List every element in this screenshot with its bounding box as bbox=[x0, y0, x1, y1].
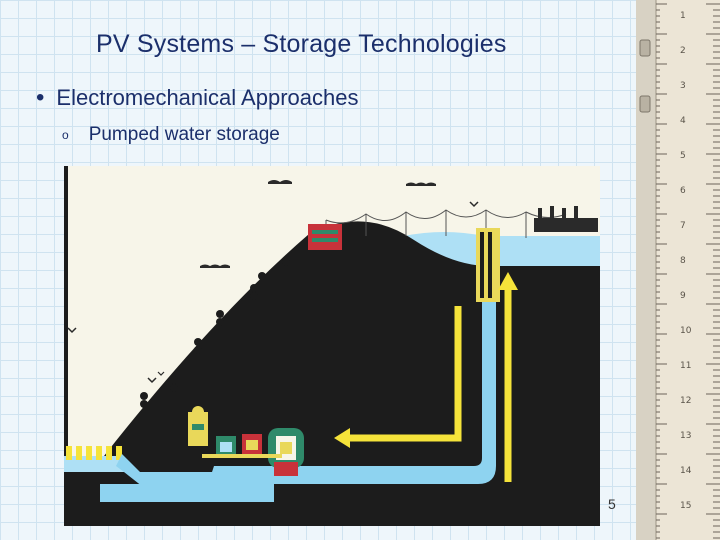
hill-building bbox=[308, 224, 342, 250]
ruler-label: 11 bbox=[680, 361, 691, 371]
ruler-label: 8 bbox=[680, 256, 686, 266]
birds-icon bbox=[67, 180, 479, 384]
power-lines bbox=[325, 209, 567, 238]
page-number: 5 bbox=[608, 496, 616, 512]
upper-intake bbox=[476, 228, 500, 310]
sub-bullet-ring-icon: o bbox=[62, 127, 69, 142]
bullet-electromechanical: • Electromechanical Approaches bbox=[36, 84, 358, 112]
ruler-label: 6 bbox=[680, 186, 686, 196]
ruler-label: 13 bbox=[680, 431, 691, 441]
ruler-clip-icon-2 bbox=[639, 95, 651, 113]
ruler-body-left bbox=[636, 0, 656, 540]
ruler-label: 7 bbox=[680, 221, 686, 231]
penstock-tunnel bbox=[116, 302, 496, 494]
flow-arrows bbox=[346, 286, 512, 482]
ruler-label: 14 bbox=[680, 466, 692, 476]
ruler-clip-icon bbox=[639, 39, 651, 57]
powerhouse bbox=[188, 406, 304, 476]
ruler-label: 1 bbox=[680, 11, 686, 21]
sub-bullet-pumped-water: o Pumped water storage bbox=[62, 124, 280, 146]
ruler-ticks bbox=[656, 3, 720, 539]
bullet-text: Electromechanical Approaches bbox=[56, 85, 359, 110]
bullet-dot-icon: • bbox=[36, 84, 45, 111]
pumped-storage-diagram bbox=[64, 166, 600, 526]
sub-bullet-text: Pumped water storage bbox=[88, 124, 280, 145]
lower-dam-fence bbox=[66, 446, 122, 460]
trees-icon bbox=[140, 258, 290, 408]
substation bbox=[534, 206, 598, 232]
lower-reservoir bbox=[64, 456, 124, 472]
ruler-label: 4 bbox=[680, 116, 686, 126]
flow-arrowheads bbox=[334, 272, 518, 448]
ruler-label: 9 bbox=[680, 291, 686, 301]
lower-tunnel bbox=[100, 484, 274, 502]
ruler-body-right bbox=[656, 0, 720, 540]
ruler-label: 2 bbox=[680, 46, 686, 56]
ruler-label: 10 bbox=[680, 326, 692, 336]
hill bbox=[64, 221, 600, 526]
ruler-label: 3 bbox=[680, 81, 686, 91]
ruler-label: 15 bbox=[680, 501, 691, 511]
ruler-label: 5 bbox=[680, 151, 686, 161]
diagram-left-edge bbox=[64, 166, 68, 526]
upper-reservoir bbox=[404, 232, 600, 266]
slide-title: PV Systems – Storage Technologies bbox=[96, 30, 507, 58]
ruler-label: 12 bbox=[680, 396, 691, 406]
